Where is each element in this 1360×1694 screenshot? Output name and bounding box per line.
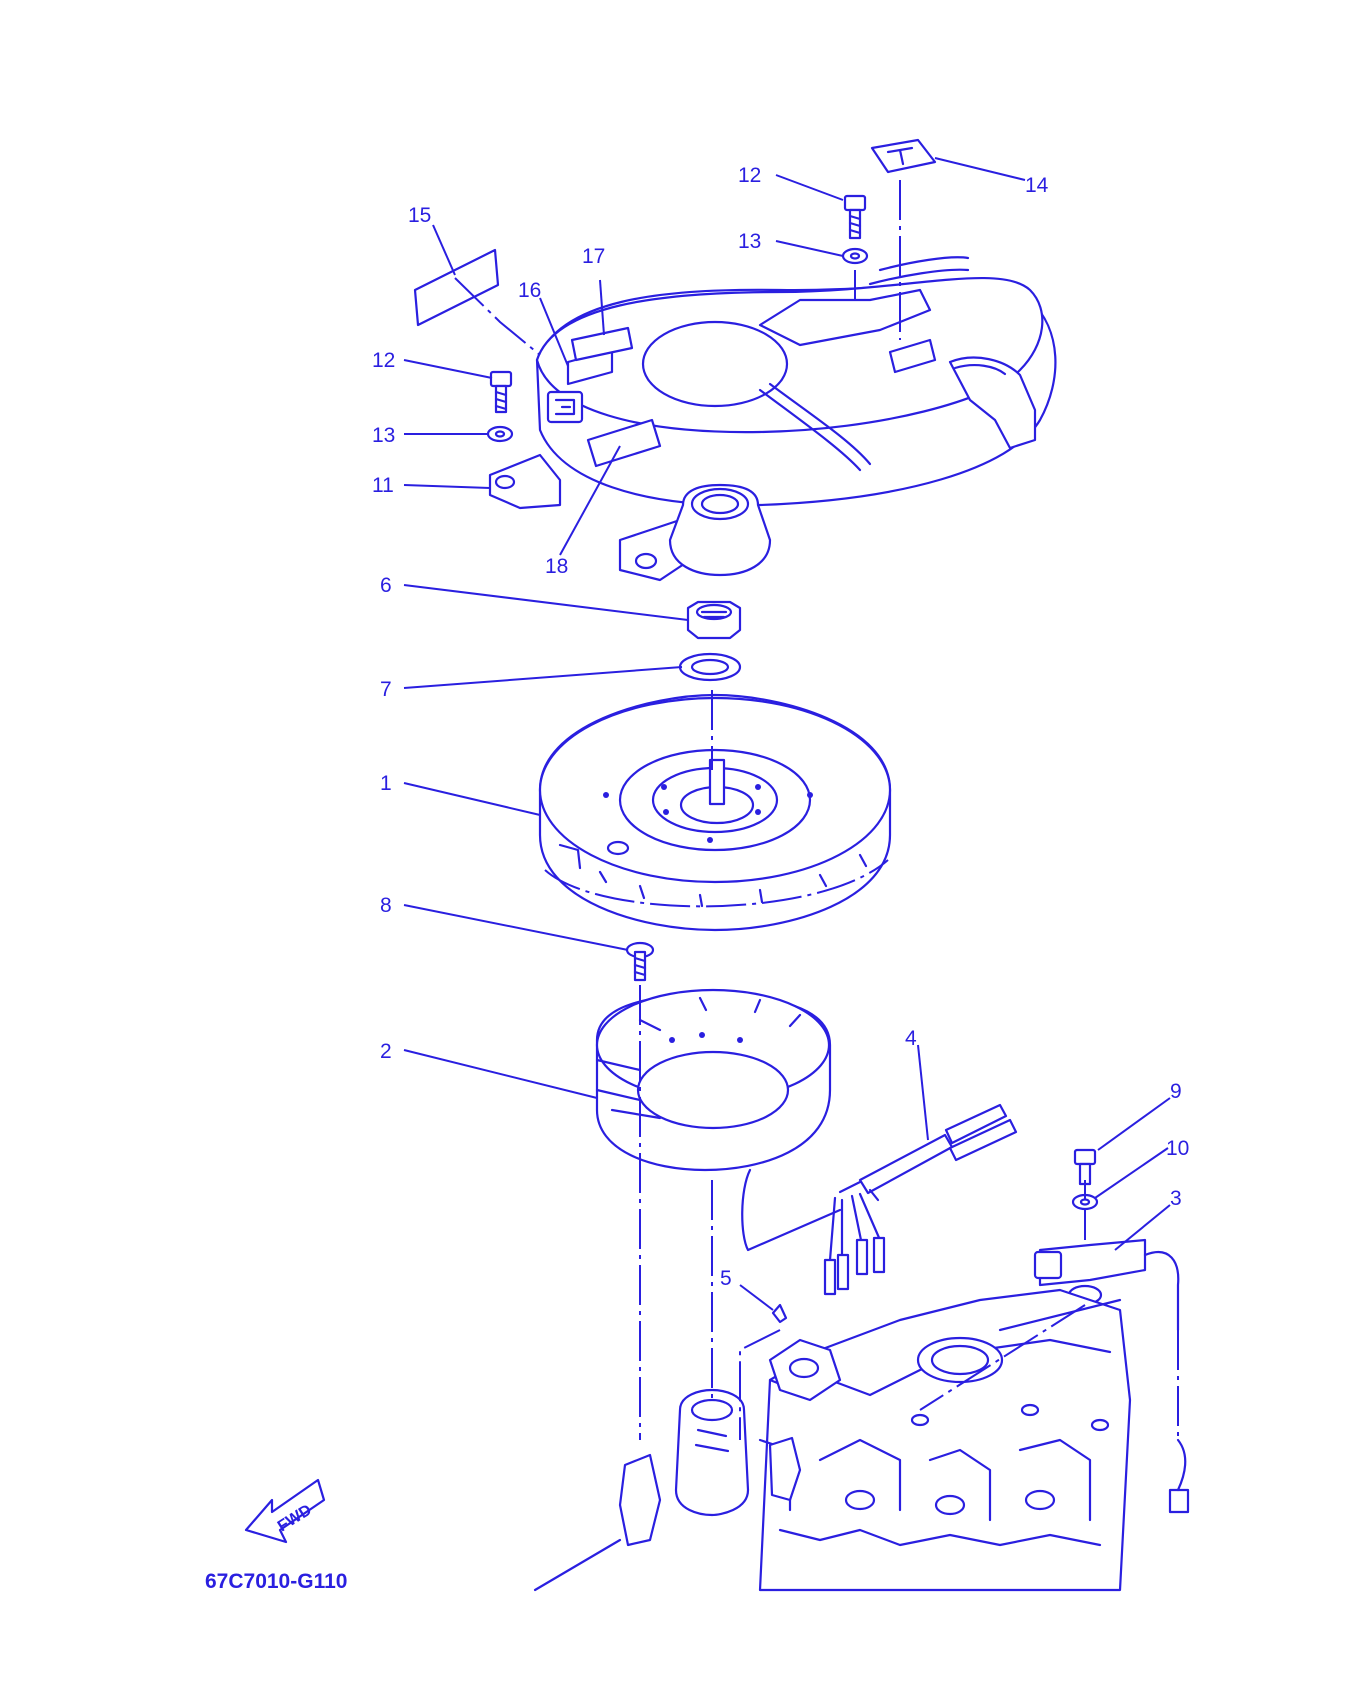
flywheel-cover xyxy=(488,256,1057,582)
callout-15: 15 xyxy=(408,204,431,227)
bolt-12-right xyxy=(843,194,867,240)
callout-4: 4 xyxy=(905,1027,917,1050)
washer-10 xyxy=(1071,1193,1099,1211)
callout-10: 10 xyxy=(1166,1137,1189,1160)
flywheel xyxy=(538,693,892,932)
pulser-coil xyxy=(1033,1238,1190,1514)
callout-13-left: 13 xyxy=(372,424,395,447)
callout-18: 18 xyxy=(545,555,568,578)
washer-13-left xyxy=(486,425,514,443)
callout-14: 14 xyxy=(1025,174,1049,197)
nut-6 xyxy=(686,600,742,640)
bolt-9 xyxy=(1073,1148,1097,1186)
bolt-12-left xyxy=(489,370,513,414)
callout-9: 9 xyxy=(1170,1080,1182,1103)
screw-8 xyxy=(625,941,655,982)
callout-7: 7 xyxy=(380,678,392,701)
engine-block xyxy=(533,1288,1132,1592)
label-15 xyxy=(413,248,500,327)
label-14 xyxy=(870,138,937,174)
callout-17: 17 xyxy=(582,245,605,268)
callout-12-left: 12 xyxy=(372,349,395,372)
callout-11: 11 xyxy=(372,474,394,497)
callout-8: 8 xyxy=(380,894,392,917)
washer-7 xyxy=(678,652,742,682)
callout-2: 2 xyxy=(380,1040,392,1063)
callout-16: 16 xyxy=(518,279,541,302)
callout-labels: 1 2 3 4 5 6 7 8 9 10 11 12 12 13 13 14 1… xyxy=(372,164,1189,1290)
wire-harness xyxy=(741,1103,1018,1296)
drawing-code: 67C7010-G110 xyxy=(205,1570,347,1593)
callout-12-right: 12 xyxy=(738,164,761,187)
fwd-arrow-icon: FWD xyxy=(244,1478,326,1544)
stator xyxy=(595,988,832,1172)
assembly-guides xyxy=(454,180,1086,1440)
callout-13-right: 13 xyxy=(738,230,761,253)
callout-1: 1 xyxy=(380,772,392,795)
callout-3: 3 xyxy=(1170,1187,1182,1210)
callout-6: 6 xyxy=(380,574,392,597)
callout-5: 5 xyxy=(720,1267,732,1290)
leader-lines xyxy=(403,157,1171,1311)
washer-13-right xyxy=(841,247,869,265)
woodruff-key-5 xyxy=(771,1303,788,1324)
